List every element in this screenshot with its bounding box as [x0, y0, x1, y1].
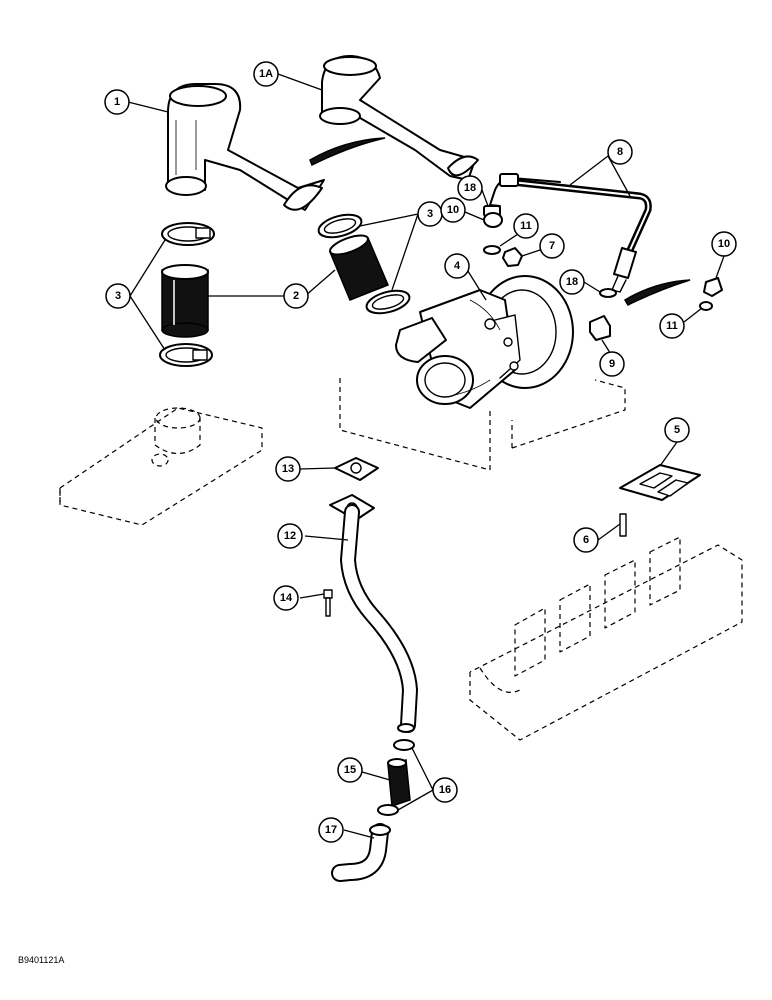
bolt-14 — [323, 589, 333, 617]
callout-2: 2 — [283, 283, 309, 309]
svg-text:9: 9 — [609, 358, 615, 370]
callout-15: 15 — [337, 757, 363, 783]
callout-3-left: 3 — [105, 283, 131, 309]
svg-text:7: 7 — [549, 240, 555, 252]
callout-14: 14 — [273, 585, 299, 611]
assembly-arrow-right — [623, 279, 691, 306]
hose-clamp-right-lower — [365, 289, 411, 315]
svg-text:2: 2 — [293, 290, 299, 302]
callout-13: 13 — [275, 456, 301, 482]
leader-lines — [127, 73, 725, 839]
callout-10-right: 10 — [711, 231, 737, 257]
exhaust-manifold-ghost — [469, 536, 743, 741]
callout-9: 9 — [599, 351, 625, 377]
svg-text:4: 4 — [454, 260, 461, 272]
callout-1a: 1A — [253, 61, 279, 87]
svg-text:15: 15 — [344, 764, 356, 776]
seal-ring-11-top — [483, 245, 501, 255]
callout-18-top: 18 — [457, 175, 483, 201]
clamp-16-upper — [393, 739, 415, 751]
inlet-pipe-1 — [165, 83, 325, 211]
svg-text:1: 1 — [114, 96, 120, 108]
stud-6 — [619, 513, 627, 537]
turbo-mounting-ghost-box — [339, 378, 626, 471]
svg-text:8: 8 — [617, 146, 623, 158]
svg-text:5: 5 — [674, 424, 680, 436]
hose-clamp-left-upper — [161, 222, 215, 246]
nut-7 — [502, 247, 523, 267]
oil-drain-tube-12 — [329, 494, 419, 733]
figure-reference: B9401121A — [18, 955, 64, 965]
fitting-9 — [589, 315, 611, 341]
inlet-pipe-1a — [319, 54, 479, 181]
elbow-tube-17 — [331, 823, 391, 882]
svg-text:18: 18 — [566, 276, 578, 288]
callout-11-right: 11 — [659, 313, 685, 339]
hose-sleeve-right — [329, 234, 389, 301]
svg-text:17: 17 — [325, 824, 337, 836]
svg-text:11: 11 — [520, 220, 532, 232]
callout-4: 4 — [444, 253, 470, 279]
callout-17: 17 — [318, 817, 344, 843]
callout-3-right: 3 — [417, 201, 443, 227]
assembly-arrow-top — [309, 137, 386, 167]
fitting-18-right — [599, 288, 617, 298]
callout-5: 5 — [664, 417, 690, 443]
svg-text:13: 13 — [282, 463, 294, 475]
svg-text:16: 16 — [439, 784, 451, 796]
svg-text:3: 3 — [115, 290, 121, 302]
svg-text:6: 6 — [583, 534, 589, 546]
svg-text:18: 18 — [464, 182, 476, 194]
leader-18-top — [481, 189, 489, 207]
fitting-10-right — [703, 277, 723, 297]
hose-clamp-right-upper — [317, 213, 363, 239]
gasket-5 — [619, 464, 701, 501]
turbocharger-4 — [395, 275, 574, 409]
gasket-13 — [334, 457, 379, 481]
clamp-16-lower — [377, 804, 399, 816]
oil-feed-line-8 — [489, 173, 652, 293]
leader-10-top — [464, 211, 485, 221]
fitting-10-top — [483, 212, 503, 228]
svg-text:1A: 1A — [259, 68, 273, 80]
intake-manifold-ghost — [59, 407, 263, 526]
hose-sleeve-left — [161, 264, 209, 338]
callout-8: 8 — [607, 139, 633, 165]
callout-18-right: 18 — [559, 269, 585, 295]
callout-12: 12 — [277, 523, 303, 549]
callout-16: 16 — [432, 777, 458, 803]
svg-text:3: 3 — [427, 208, 433, 220]
callout-11-left: 11 — [513, 213, 539, 239]
svg-text:12: 12 — [284, 530, 296, 542]
svg-text:14: 14 — [280, 592, 293, 604]
hose-15 — [387, 758, 411, 808]
svg-text:11: 11 — [666, 320, 678, 332]
callout-1: 1 — [104, 89, 130, 115]
callout-6: 6 — [573, 527, 599, 553]
svg-text:10: 10 — [718, 238, 730, 250]
seal-ring-11-right — [699, 301, 713, 311]
svg-text:10: 10 — [447, 204, 459, 216]
callout-7: 7 — [539, 233, 565, 259]
callout-10-left: 10 — [440, 197, 466, 223]
hose-clamp-left-lower — [159, 343, 213, 367]
